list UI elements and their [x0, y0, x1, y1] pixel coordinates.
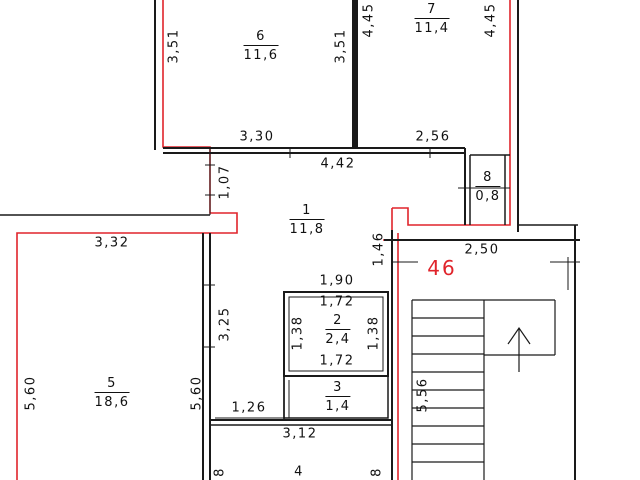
room-area: 1,4 — [325, 396, 351, 413]
room-3-label: 3 1,4 — [325, 380, 351, 413]
dim-r2-top: 1,72 — [319, 294, 355, 310]
dim-stair-side: 5,56 — [415, 377, 431, 413]
dim-r5-top: 3,32 — [94, 235, 130, 251]
dim-hall-mid: 3,25 — [217, 306, 233, 342]
room-area: 0,8 — [475, 186, 501, 203]
dim-r2-right: 1,38 — [366, 315, 382, 351]
dim-r6-left: 3,51 — [166, 28, 182, 64]
dim-r7-left: 4,45 — [361, 2, 377, 38]
staircase — [411, 299, 556, 480]
dim-r6-right: 3,51 — [333, 28, 349, 64]
dim-r4-top: 3,12 — [282, 426, 318, 442]
flat-number: 46 — [427, 256, 457, 280]
dim-r2-top-outer: 1,90 — [319, 273, 355, 289]
room-4-number: 4 — [294, 464, 304, 480]
dim-r2-left: 1,38 — [290, 315, 306, 351]
dim-hall-right: 1,46 — [371, 231, 387, 267]
room-7-label: 7 11,4 — [414, 2, 450, 35]
room-number: 8 — [483, 170, 493, 185]
room-number: 7 — [427, 2, 437, 17]
room-number: 3 — [333, 380, 343, 395]
room-number: 6 — [256, 29, 266, 44]
room-8-label: 8 0,8 — [475, 170, 501, 203]
walls — [0, 0, 580, 480]
room-number: 5 — [107, 376, 117, 391]
dim-r5-left: 5,60 — [23, 375, 39, 411]
room-number: 2 — [333, 313, 343, 328]
dim-r3-left: 1,26 — [231, 400, 267, 416]
room-area: 11,4 — [414, 18, 450, 35]
dim-r4-left: 8 — [212, 467, 228, 477]
room-area: 11,8 — [289, 219, 325, 236]
room-area: 18,6 — [94, 392, 130, 409]
room-area: 11,6 — [243, 45, 279, 62]
room-5-label: 5 18,6 — [94, 376, 130, 409]
dim-hall-left: 1,07 — [217, 164, 233, 200]
dim-r2-bottom: 1,72 — [319, 353, 355, 369]
dim-r6-bottom: 3,30 — [239, 129, 275, 145]
dim-r7-right: 4,45 — [483, 2, 499, 38]
dim-r4-right: 8 — [369, 467, 385, 477]
dim-stair-top: 2,50 — [464, 242, 500, 258]
room-number: 1 — [302, 203, 312, 218]
room-6-label: 6 11,6 — [243, 29, 279, 62]
dim-r7-bottom: 2,56 — [415, 129, 451, 145]
room-1-label: 1 11,8 — [289, 203, 325, 236]
dim-r5-right: 5,60 — [189, 375, 205, 411]
dimension-lines — [203, 148, 580, 419]
room-area: 2,4 — [325, 329, 351, 346]
room-2-label: 2 2,4 — [325, 313, 351, 346]
dim-hall-top: 4,42 — [320, 156, 356, 172]
